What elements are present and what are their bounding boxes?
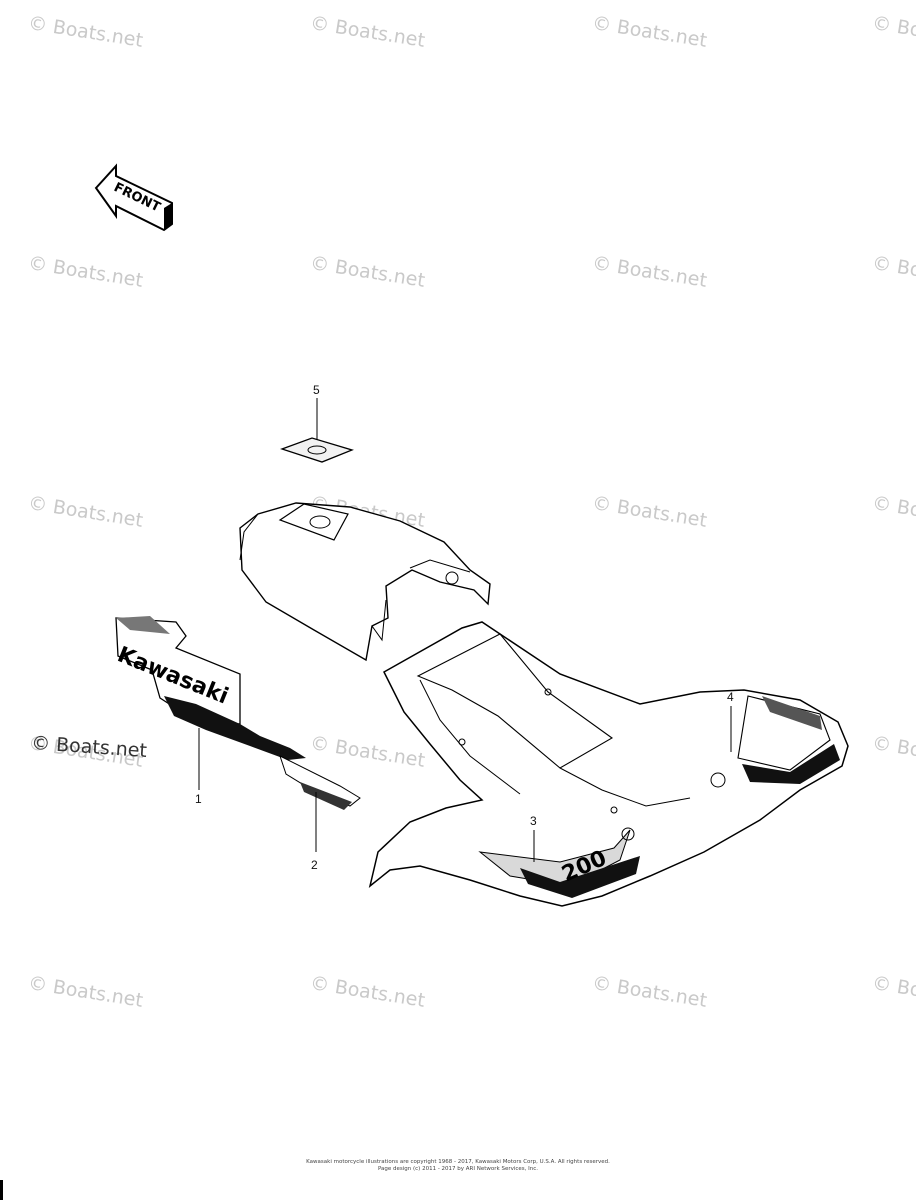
front-fender-part: 200 — [368, 621, 849, 907]
copyright-notice: Kawasaki motorcycle illustrations are co… — [0, 1159, 916, 1173]
callout-5: 5 — [313, 383, 320, 397]
part-5-pad — [280, 398, 354, 463]
callout-3: 3 — [530, 814, 537, 828]
callout-1: 1 — [195, 792, 202, 806]
rear-cover-part — [239, 502, 491, 662]
callout-4: 4 — [727, 690, 734, 704]
side-decal-part: Kawasaki — [114, 616, 361, 852]
front-arrow-icon: FRONT — [94, 163, 173, 232]
callout-2: 2 — [311, 858, 318, 872]
corner-mark — [0, 1180, 3, 1200]
copyright-line-2: Page design (c) 2011 - 2017 by ARI Netwo… — [377, 1166, 539, 1172]
copyright-line-1: Kawasaki motorcycle illustrations are co… — [306, 1159, 610, 1165]
